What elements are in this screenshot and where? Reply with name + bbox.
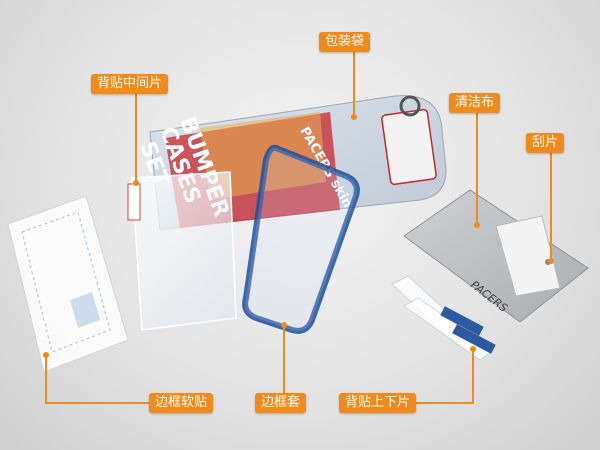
callout-bumper-frame: 边框套: [255, 393, 307, 413]
bumper-frame: [242, 144, 360, 334]
pointer-dot-back-sticker: [133, 180, 139, 186]
pointer-dot-package-bag: [351, 114, 357, 120]
leader-bumper-frame: [283, 326, 285, 393]
leader-back-sticker: [135, 94, 137, 182]
leader-cleaning-cloth: [476, 113, 478, 225]
leader-frame-sticker-horizontal: [45, 402, 149, 404]
leader-updown-vertical: [472, 350, 474, 404]
leader-updown-horizontal: [410, 402, 474, 404]
frame-soft-sticker: [7, 195, 129, 373]
callout-back-sticker-top-bottom: 背贴上下片: [339, 393, 417, 413]
pointer-dot-cleaning-cloth: [474, 222, 480, 228]
pointer-dot-updown: [470, 346, 476, 352]
callout-back-sticker-middle: 背贴中间片: [91, 74, 169, 94]
callout-cleaning-cloth: 清洁布: [449, 93, 501, 113]
leader-frame-sticker-vertical: [45, 356, 47, 404]
back-sticker-top-bottom: [391, 275, 496, 361]
pointer-dot-scraper: [548, 258, 554, 264]
callout-scraper: 刮片: [526, 133, 565, 153]
leader-package-bag: [353, 52, 355, 116]
pointer-dot-bumper-frame: [281, 322, 287, 328]
back-sticker-middle: [127, 171, 237, 331]
leader-scraper: [550, 153, 552, 261]
callout-frame-soft-sticker: 边框软贴: [149, 393, 214, 413]
callout-package-bag: 包装袋: [319, 32, 371, 52]
pointer-dot-frame-sticker: [43, 352, 49, 358]
